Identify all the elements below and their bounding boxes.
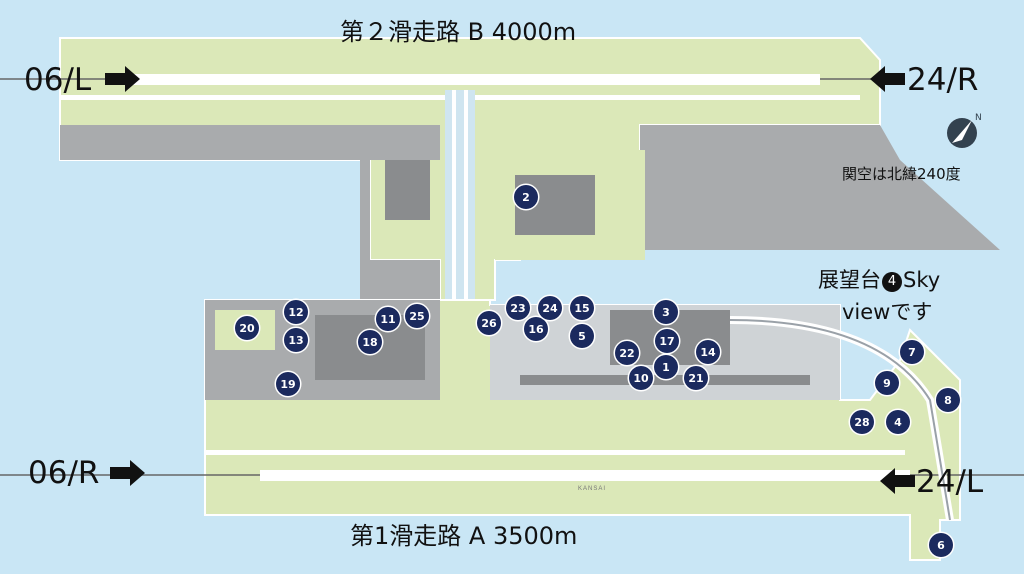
location-marker-28[interactable]: 28	[850, 410, 874, 434]
location-marker-9[interactable]: 9	[875, 371, 899, 395]
runway-a-title: 第1滑走路 A 3500m	[350, 522, 578, 550]
observation-note-line2: viewです	[842, 300, 933, 324]
north-hangar	[385, 160, 430, 220]
taxiway-a	[205, 450, 905, 455]
note-text: 展望台	[818, 268, 881, 292]
location-marker-1[interactable]: 1	[654, 355, 678, 379]
terminal1-wing	[520, 375, 810, 385]
arrow-06l-icon	[105, 66, 140, 92]
location-marker-20[interactable]: 20	[235, 316, 259, 340]
location-marker-26[interactable]: 26	[477, 311, 501, 335]
compass-caption: 関空は北緯240度	[842, 165, 961, 183]
arrow-24l-icon	[880, 468, 915, 494]
location-marker-16[interactable]: 16	[524, 317, 548, 341]
location-marker-2[interactable]: 2	[514, 185, 538, 209]
arrow-24r-icon	[870, 66, 905, 92]
runway-end-24r: 24/R	[907, 62, 979, 98]
runway-a-strip	[260, 470, 910, 481]
location-marker-13[interactable]: 13	[284, 328, 308, 352]
compass-north-icon: N	[947, 113, 982, 148]
location-marker-19[interactable]: 19	[276, 372, 300, 396]
access-rail	[729, 319, 951, 521]
location-marker-8[interactable]: 8	[936, 388, 960, 412]
runway-b-strip	[120, 74, 820, 85]
location-marker-11[interactable]: 11	[376, 307, 400, 331]
runway-end-24l: 24/L	[916, 464, 984, 500]
runway-b-title: 第２滑走路 B 4000m	[340, 18, 577, 46]
bridge-lane-2	[464, 90, 468, 410]
location-marker-7[interactable]: 7	[900, 340, 924, 364]
bridge-lane-1	[452, 90, 456, 410]
location-marker-15[interactable]: 15	[570, 296, 594, 320]
ground-marking-kansai: KANSAI	[578, 486, 607, 492]
location-marker-5[interactable]: 5	[570, 324, 594, 348]
location-marker-3[interactable]: 3	[654, 300, 678, 324]
location-marker-23[interactable]: 23	[506, 296, 530, 320]
location-marker-12[interactable]: 12	[284, 300, 308, 324]
location-marker-18[interactable]: 18	[358, 330, 382, 354]
location-marker-14[interactable]: 14	[696, 340, 720, 364]
location-marker-17[interactable]: 17	[655, 329, 679, 353]
runway-end-06r: 06/R	[28, 455, 100, 491]
arrow-06r-icon	[110, 460, 145, 486]
location-marker-21[interactable]: 21	[684, 366, 708, 390]
location-marker-25[interactable]: 25	[405, 304, 429, 328]
location-marker-4[interactable]: 4	[886, 410, 910, 434]
apron-north-west	[60, 125, 440, 300]
note-badge: 4	[882, 272, 902, 292]
runway-end-06l: 06/L	[24, 62, 92, 98]
note-suffix: Sky	[903, 268, 941, 292]
location-marker-6[interactable]: 6	[929, 533, 953, 557]
location-marker-10[interactable]: 10	[629, 366, 653, 390]
svg-text:N: N	[975, 113, 982, 123]
location-marker-22[interactable]: 22	[615, 341, 639, 365]
location-marker-24[interactable]: 24	[538, 296, 562, 320]
